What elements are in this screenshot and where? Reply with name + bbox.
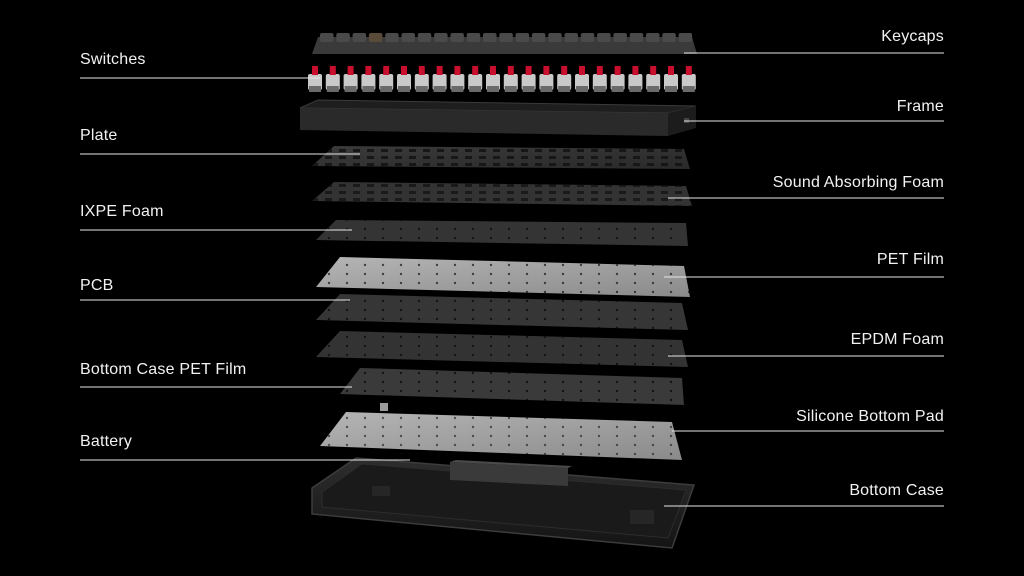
switch <box>432 66 447 92</box>
label-bottom-case: Bottom Case <box>849 482 944 499</box>
switch <box>503 66 518 92</box>
keycap <box>336 33 350 42</box>
keycap <box>531 33 546 42</box>
label-frame: Frame <box>896 98 944 115</box>
switch <box>450 66 465 92</box>
keycap <box>613 33 627 42</box>
switch <box>486 66 500 92</box>
keycap <box>499 33 513 42</box>
switch <box>343 66 358 92</box>
switch <box>610 66 625 92</box>
leader-lines <box>80 52 944 507</box>
keycap <box>401 33 415 42</box>
pcb-layer <box>316 294 688 330</box>
silicone-bottom-pad-layer <box>320 403 682 460</box>
keycap <box>597 33 611 42</box>
label-bottom-case-pet-film: Bottom Case PET Film <box>80 361 247 378</box>
switch <box>539 66 554 92</box>
keycap <box>385 33 399 42</box>
switch <box>397 66 411 92</box>
keycaps-layer <box>312 33 697 54</box>
label-switches: Switches <box>80 51 146 68</box>
label-battery: Battery <box>80 433 133 450</box>
bottom-case-pet-film-layer <box>340 368 684 405</box>
switch <box>557 66 572 92</box>
epdm-foam-layer <box>316 331 688 367</box>
frame-layer <box>299 99 697 136</box>
pet-film-layer <box>316 257 690 297</box>
label-pet-film: PET Film <box>876 251 944 268</box>
keycap <box>450 33 464 42</box>
ixpe-foam-layer <box>316 220 688 246</box>
keycap <box>662 33 676 42</box>
switch <box>521 66 536 92</box>
switch <box>414 66 429 92</box>
keycap <box>646 33 660 42</box>
keycap <box>548 33 562 42</box>
keycap <box>320 33 334 42</box>
keycap <box>483 33 497 42</box>
label-epdm-foam: EPDM Foam <box>850 331 944 348</box>
keycap <box>580 33 595 42</box>
label-plate: Plate <box>80 127 118 144</box>
switch <box>575 66 589 92</box>
sound-absorbing-foam-layer <box>312 182 692 206</box>
switch <box>325 66 340 92</box>
keycap <box>678 33 693 42</box>
switch <box>646 66 661 92</box>
keycap <box>352 33 367 42</box>
switch <box>681 66 696 92</box>
keycap <box>466 33 481 42</box>
switch <box>308 66 322 92</box>
switch <box>468 66 483 92</box>
switch <box>379 66 394 92</box>
keycap <box>515 33 530 42</box>
label-sound-absorbing-foam: Sound Absorbing Foam <box>772 174 944 191</box>
keycap <box>417 33 432 42</box>
battery-shape <box>450 462 568 486</box>
switch <box>592 66 607 92</box>
plate-layer <box>312 146 690 169</box>
bottom-case-layer <box>311 457 696 549</box>
label-silicone-bottom-pad: Silicone Bottom Pad <box>796 408 944 425</box>
keycap <box>564 33 578 42</box>
switch <box>628 66 643 92</box>
keycap <box>434 33 448 42</box>
label-ixpe-foam: IXPE Foam <box>80 203 164 220</box>
keycap <box>368 33 383 42</box>
keycap <box>629 33 644 42</box>
switch <box>361 66 376 92</box>
switch <box>664 66 678 92</box>
label-pcb: PCB <box>80 277 114 294</box>
switches-layer <box>308 66 696 92</box>
label-keycaps: Keycaps <box>881 28 944 45</box>
